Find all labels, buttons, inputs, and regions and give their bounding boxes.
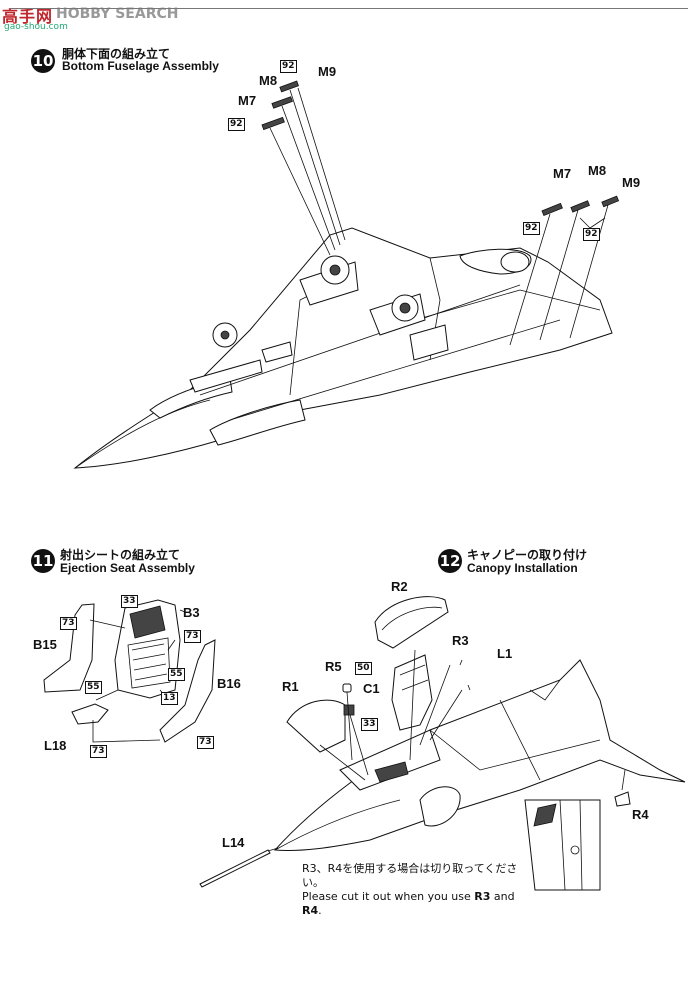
part-number-50: 50 [355,662,372,675]
step-12-badge: 12 [438,549,462,573]
step-11-title-en: Ejection Seat Assembly [60,561,195,575]
part-label-l1: L1 [497,646,513,661]
step-12-title-jp: キャノピーの取り付け [467,548,588,562]
part-label-r3: R3 [452,633,469,648]
cut-out-note-en: Please cut it out when you use R3 and R4… [302,890,515,917]
part-number-33-b: 33 [361,718,378,731]
part-label-b16: B16 [217,676,241,691]
step10-aircraft-drawing [73,80,620,469]
step-10-title-jp: 胴体下面の組み立て [62,47,171,61]
step12-canopy-drawing [199,596,686,891]
part-number-92-d: 92 [583,228,600,241]
part-label-m8-b: M8 [588,163,607,178]
watermark: 高手网 HOBBY SEARCH gao-shou.com [0,0,200,34]
step-10-title-en: Bottom Fuselage Assembly [62,59,219,73]
cut-out-note-jp: R3、R4を使用する場合は切り取ってください。 [302,862,518,889]
step-11-title-jp: 射出シートの組み立て [60,548,181,562]
part-number-73-d: 73 [197,736,214,749]
part-number-92-b: 92 [228,118,245,131]
part-number-92-a: 92 [280,60,297,73]
part-label-l18: L18 [44,738,67,753]
cut-out-note: R3、R4を使用する場合は切り取ってください。 Please cut it ou… [302,862,532,918]
part-label-b15: B15 [33,637,57,652]
part-number-73-b: 73 [90,745,107,758]
part-number-73-c: 73 [184,630,201,643]
part-number-55-b: 55 [168,668,185,681]
watermark-brand: 高手网 [2,7,54,26]
page-frame [10,8,688,983]
part-number-73-a: 73 [60,617,77,630]
watermark-domain: gao-shou.com [4,22,68,32]
part-label-c1: C1 [363,681,380,696]
part-label-r4: R4 [632,807,649,822]
part-label-r5: R5 [325,659,342,674]
part-label-m7-a: M7 [238,93,257,108]
step-12-title-en: Canopy Installation [467,561,578,575]
watermark-search: HOBBY SEARCH [56,6,179,22]
part-label-m9-a: M9 [318,64,337,79]
part-label-m8-a: M8 [259,73,278,88]
step-11-badge: 11 [31,549,55,573]
part-label-b3: B3 [183,605,200,620]
part-number-33: 33 [121,595,138,608]
part-number-13: 13 [161,692,178,705]
part-label-r2: R2 [391,579,408,594]
step-10-badge: 10 [31,49,55,73]
part-label-m7-b: M7 [553,166,572,181]
part-label-m9-b: M9 [622,175,641,190]
part-label-r1: R1 [282,679,299,694]
part-number-92-c: 92 [523,222,540,235]
part-number-55-a: 55 [85,681,102,694]
part-label-l14: L14 [222,835,245,850]
step11-seat-drawing [43,599,216,743]
